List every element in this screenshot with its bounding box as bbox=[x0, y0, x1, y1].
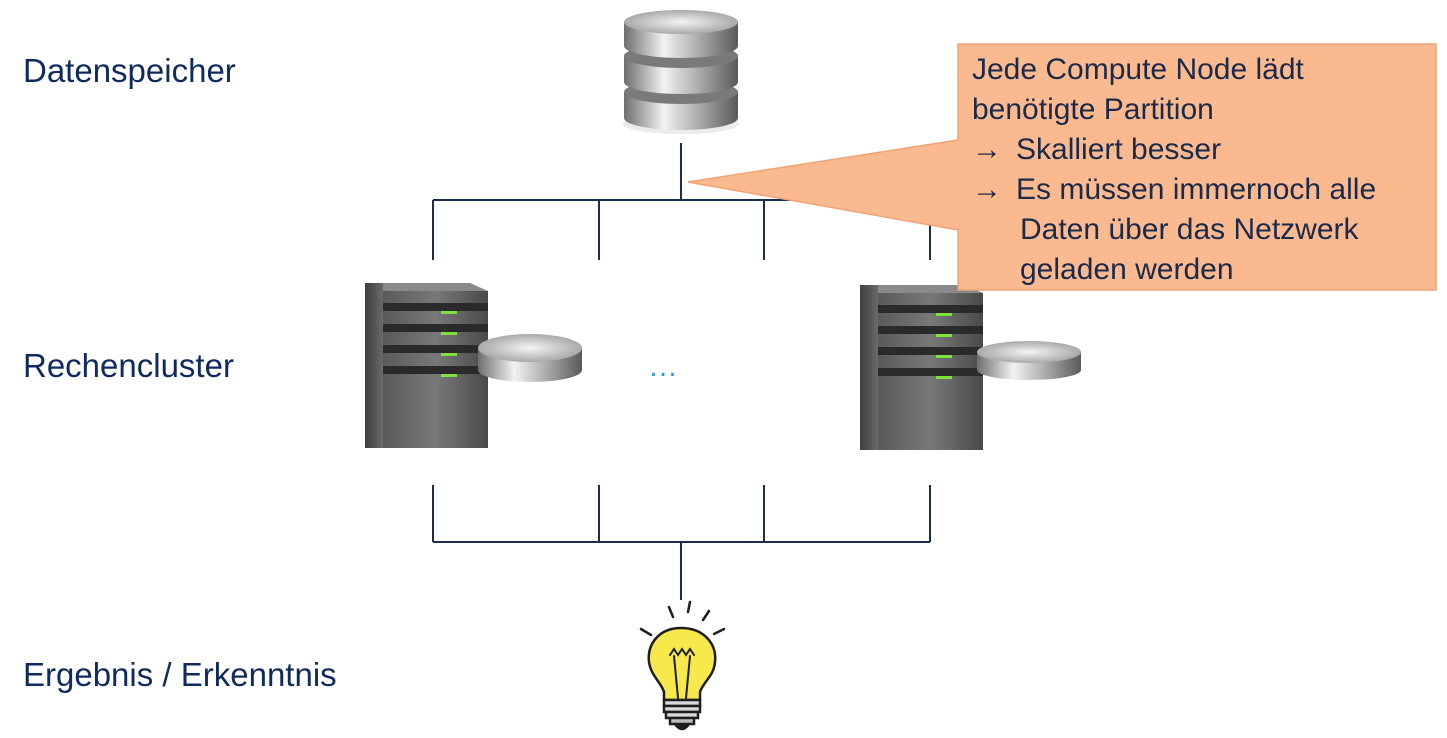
callout-bullet-text: Skalliert besser bbox=[1016, 133, 1222, 166]
callout-box bbox=[687, 43, 1437, 291]
callout-text: Jede Compute Node lädt benötigte Partiti… bbox=[972, 50, 1432, 290]
server-icon bbox=[365, 283, 488, 448]
callout-bullet: → Skalliert besser bbox=[972, 130, 1432, 170]
database-icon bbox=[623, 10, 739, 134]
bottom-connectors bbox=[432, 485, 931, 600]
callout-bullet-continued: Daten über das Netzwerk bbox=[1020, 213, 1359, 246]
row-label-result: Ergebnis / Erkenntnis bbox=[23, 656, 337, 693]
callout-line: Jede Compute Node lädt bbox=[972, 53, 1304, 86]
arrow-icon: → bbox=[972, 173, 1002, 206]
disk-icon bbox=[977, 341, 1081, 380]
disk-icon bbox=[478, 334, 582, 382]
callout-bullet: → Es müssen immernoch alle bbox=[972, 170, 1432, 210]
server-icon bbox=[860, 285, 983, 450]
row-label-cluster: Rechencluster bbox=[23, 347, 234, 384]
more-nodes-ellipsis: … bbox=[648, 350, 678, 383]
callout-line: benötigte Partition bbox=[972, 93, 1214, 126]
callout-bullet-text: Es müssen immernoch alle bbox=[1016, 173, 1377, 206]
callout-bullet-continued: geladen werden bbox=[1020, 253, 1234, 286]
arrow-icon: → bbox=[972, 133, 1002, 166]
lightbulb-icon bbox=[639, 600, 726, 731]
row-label-storage: Datenspeicher bbox=[23, 52, 236, 89]
